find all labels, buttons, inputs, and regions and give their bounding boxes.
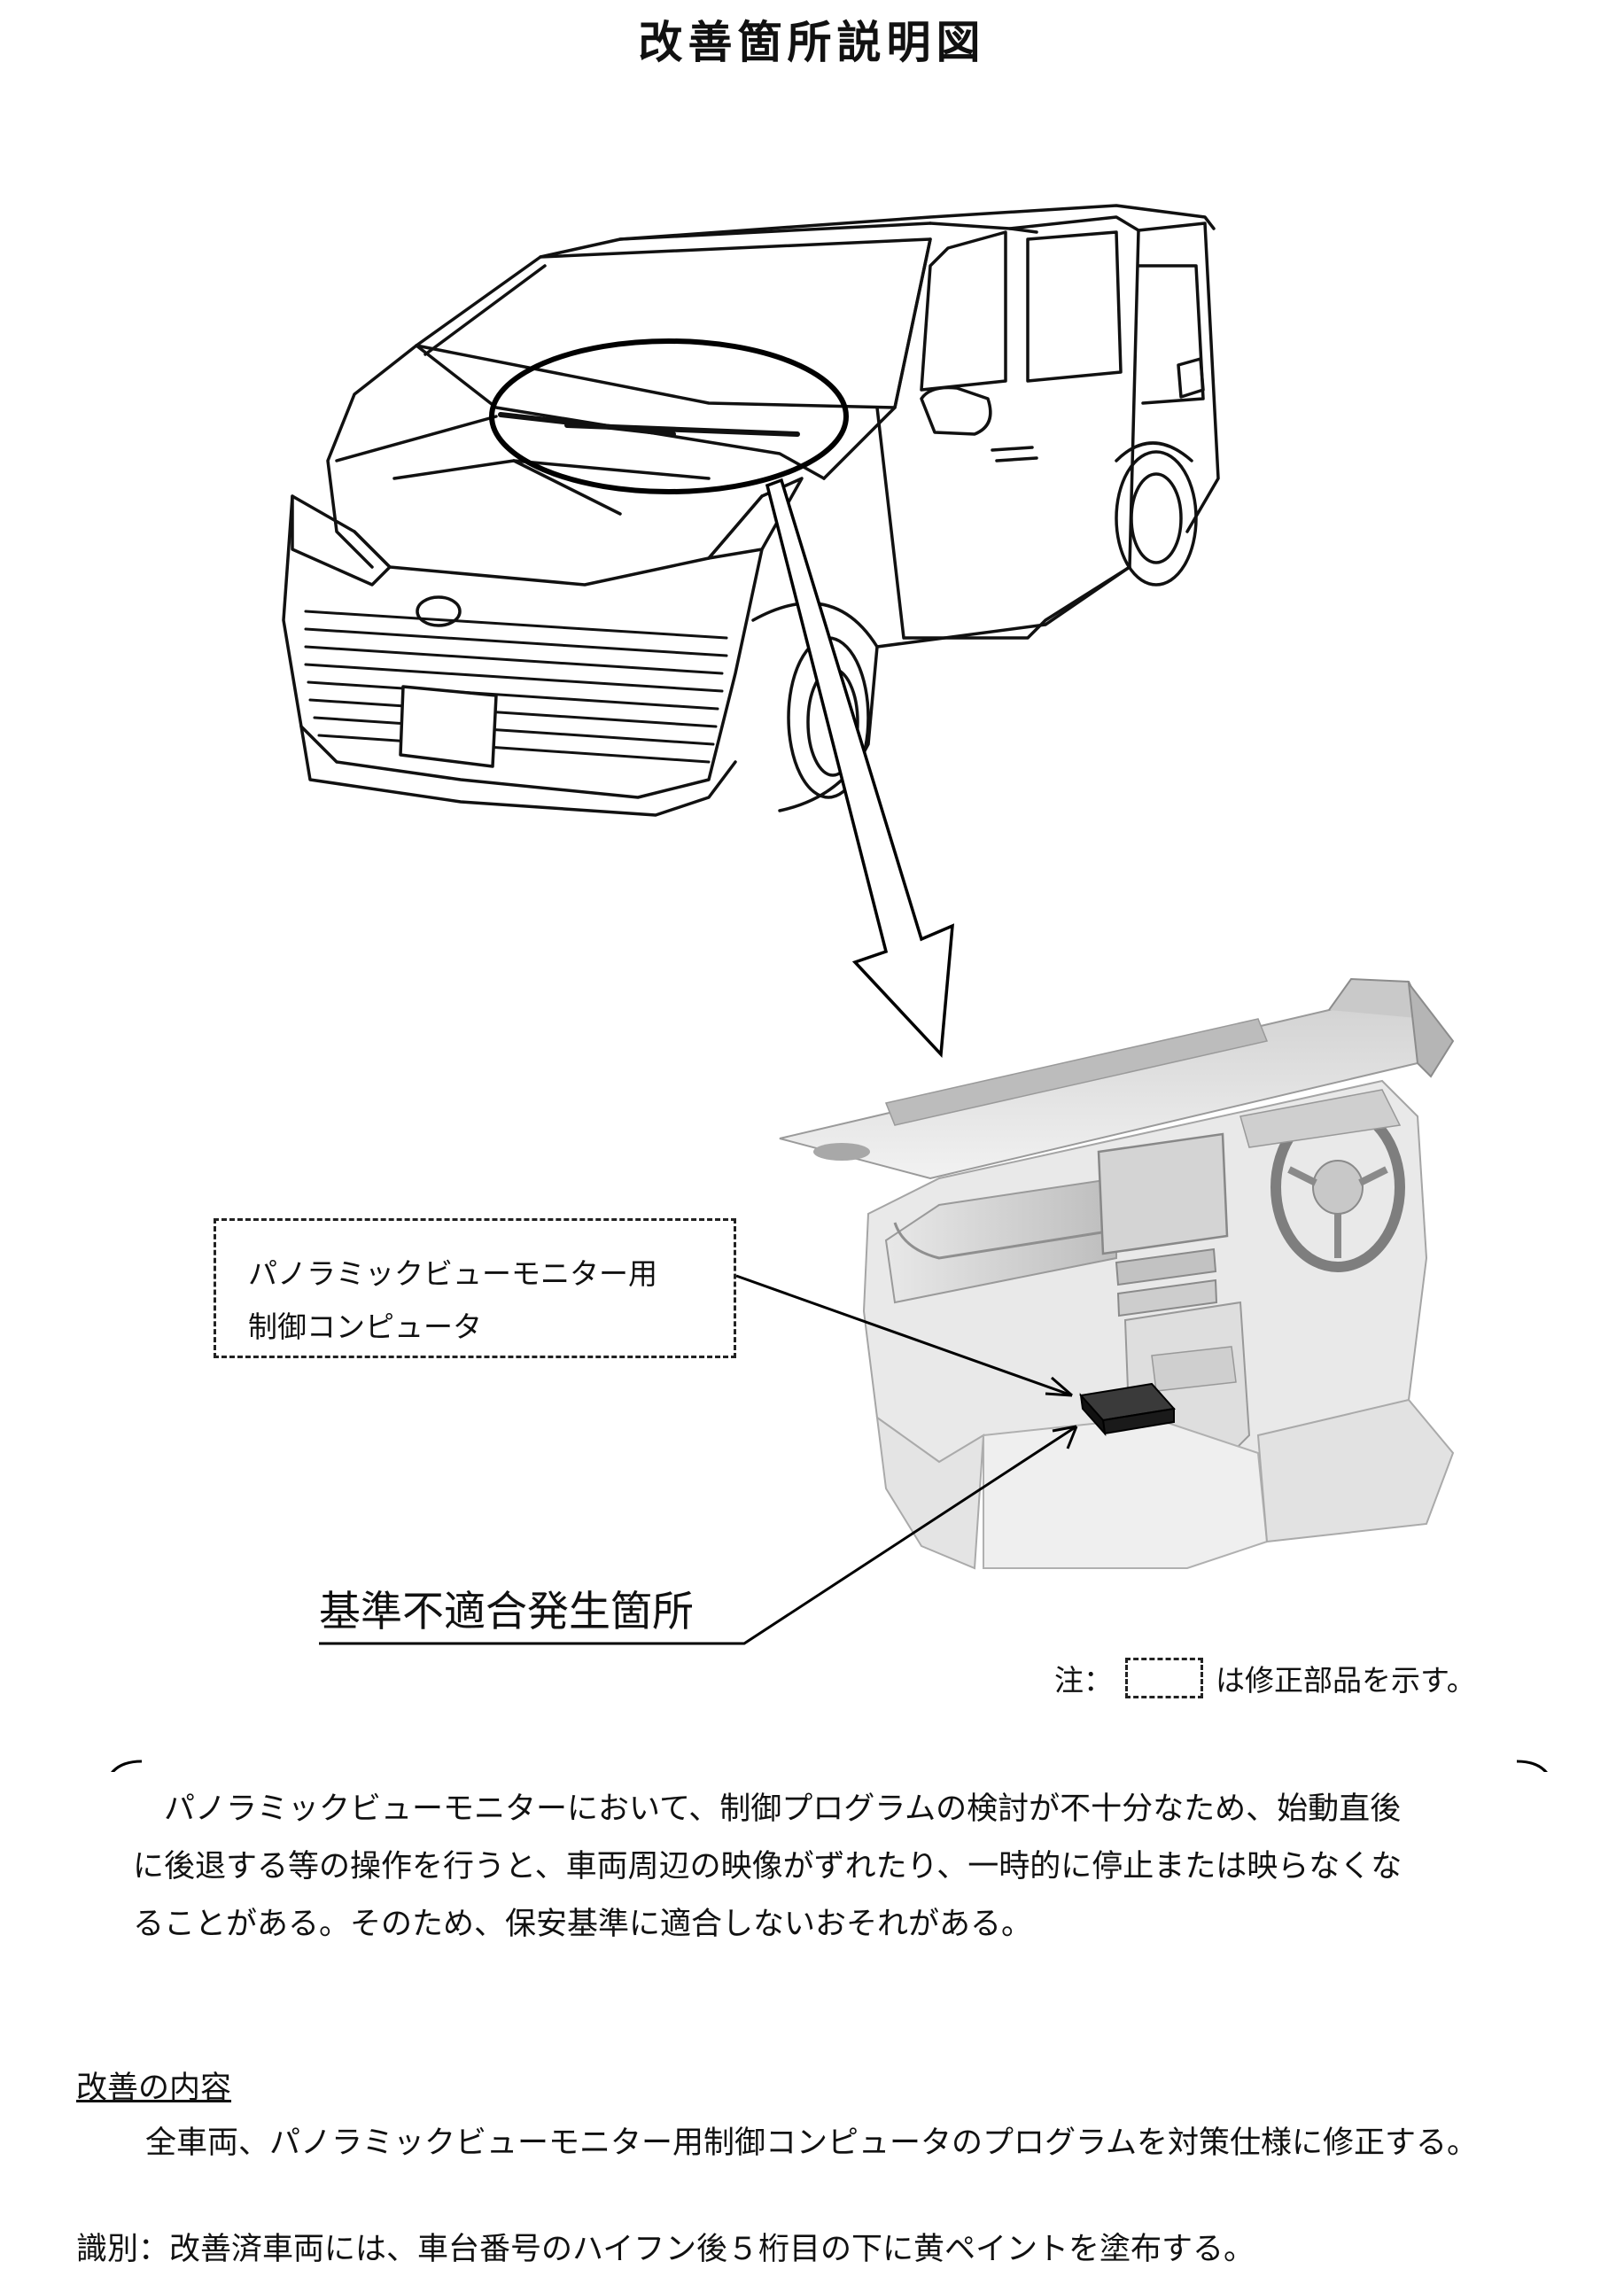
description-line-2: に後退する等の操作を行うと、車両周辺の映像がずれたり、一時的に停止または映らなく…: [133, 1849, 1403, 1884]
callout-leaders: [319, 1274, 1078, 1645]
control-computer-unit: [1079, 1382, 1176, 1437]
dashed-box-swatch: [1125, 1658, 1203, 1698]
dashboard-render: [779, 977, 1455, 1570]
recall-illustration: [111, 204, 1548, 1772]
improvement-heading: 改善の内容: [76, 2071, 232, 2106]
pointer-arrow: [765, 478, 955, 1059]
description-brackets: [111, 1760, 1548, 1772]
page-title: 改善箇所説明図: [638, 16, 986, 68]
wiper-blades: [498, 412, 800, 437]
callout-line-1: パノラミックビューモニター用: [248, 1256, 657, 1291]
description-line-3: ることがある。そのため、保安基準に適合しないおそれがある。: [133, 1907, 1033, 1942]
description-line-1: パノラミックビューモニターにおいて、制御プログラムの検討が不十分なため、始動直後: [133, 1791, 1402, 1827]
improvement-body: 全車両、パノラミックビューモニター用制御コンピュータのプログラムを対策仕様に修正…: [145, 2125, 1478, 2161]
legend-note: 注： は修正部品を示す。: [1054, 1657, 1476, 1699]
modified-part-callout: パノラミックビューモニター用 制御コンピュータ: [214, 1218, 736, 1358]
defect-description: パノラミックビューモニターにおいて、制御プログラムの検討が不十分なため、始動直後…: [133, 1781, 1524, 1954]
legend-prefix: 注：: [1054, 1663, 1113, 1698]
defect-location-label: 基準不適合発生箇所: [319, 1588, 694, 1636]
legend-suffix: は修正部品を示す。: [1216, 1663, 1476, 1698]
callout-line-2: 制御コンピュータ: [248, 1309, 482, 1344]
highlight-ellipse: [489, 338, 849, 494]
vehicle-drawing: [282, 204, 1220, 817]
identification-note: 識別：改善済車両には、車台番号のハイフン後５桁目の下に黄ペイントを塗布する。: [76, 2232, 1255, 2267]
